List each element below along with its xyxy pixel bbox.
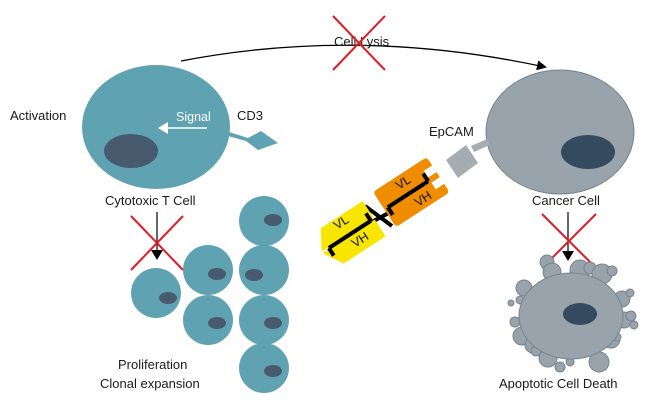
cancer-cell-label: Cancer Cell bbox=[532, 193, 600, 208]
cytotoxic-t-cell bbox=[82, 65, 278, 189]
signal-arrow-icon bbox=[158, 122, 207, 134]
cd3-label: CD3 bbox=[237, 108, 263, 123]
cd3-receptor bbox=[228, 131, 278, 150]
cancer-cell-nucleus bbox=[561, 135, 615, 169]
t-cell-nucleus bbox=[104, 134, 158, 168]
cancer-cell bbox=[485, 69, 635, 195]
proliferation-label: Proliferation bbox=[118, 357, 187, 372]
epcam-receptor bbox=[446, 139, 490, 178]
yellow-scfv bbox=[320, 201, 386, 264]
daughter-t-cell bbox=[239, 245, 289, 295]
daughter-t-cell bbox=[239, 295, 289, 345]
apoptosis-arrow bbox=[562, 212, 574, 261]
bispecific-antibody: VL VH VL VH bbox=[320, 158, 449, 264]
orange-scfv bbox=[374, 158, 449, 226]
daughter-t-cell bbox=[239, 196, 289, 246]
clonal-expansion-label: Clonal expansion bbox=[100, 376, 200, 391]
apoptotic-cell-death-label: Apoptotic Cell Death bbox=[499, 376, 618, 391]
daughter-t-cell bbox=[183, 295, 233, 345]
daughter-t-cells bbox=[131, 196, 289, 393]
proliferation-arrow bbox=[151, 212, 163, 260]
epcam-label: EpCAM bbox=[429, 124, 474, 139]
cell-lysis-blocked-cross-icon bbox=[332, 15, 386, 71]
apoptotic-cell-nucleus bbox=[563, 303, 597, 325]
daughter-t-cell bbox=[183, 245, 233, 295]
cytotoxic-t-cell-label: Cytotoxic T Cell bbox=[105, 193, 196, 208]
proliferation-blocked-cross-icon bbox=[130, 215, 184, 271]
signal-label: Signal bbox=[176, 110, 211, 124]
daughter-t-cell bbox=[239, 343, 289, 393]
activation-label: Activation bbox=[10, 108, 66, 123]
daughter-t-cell bbox=[131, 268, 181, 318]
